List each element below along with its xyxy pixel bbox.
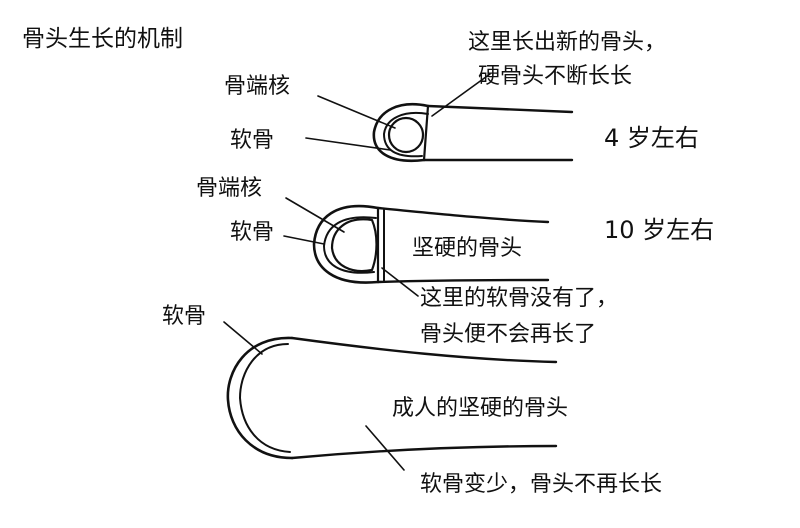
cartilage-label: 软骨 (230, 130, 274, 152)
adult-bone-label: 成人的坚硬的骨头 (392, 398, 568, 420)
diagram-title: 骨头生长的机制 (22, 28, 183, 51)
bone-shaft-outline (378, 280, 548, 282)
leader-line (286, 198, 344, 232)
cartilage-label: 软骨 (162, 306, 206, 328)
adult-note: 软骨变少，骨头不再长长 (420, 474, 662, 496)
age-label: 4 岁左右 (604, 126, 699, 150)
cartilage-label: 软骨 (230, 222, 274, 244)
leader-line (318, 96, 395, 128)
leader-line (366, 426, 404, 470)
leader-line (224, 322, 262, 354)
hard-bone-label: 坚硬的骨头 (412, 238, 522, 260)
leader-line (306, 138, 390, 150)
epiphysis-nucleus (332, 219, 377, 271)
plate-closed-note-line2: 骨头便不会再长了 (420, 324, 596, 346)
bone-shaft-outline (428, 106, 572, 112)
cartilage-layer (240, 344, 290, 452)
epiphysis-label: 骨端核 (224, 76, 290, 98)
leader-line (284, 236, 324, 244)
bone-shaft-outline (378, 208, 548, 222)
epiphysis-nucleus (389, 118, 423, 152)
age-label: 10 岁左右 (604, 218, 714, 242)
growth-note-line1: 这里长出新的骨头， (468, 32, 666, 54)
bone-shaft-outline (292, 446, 556, 458)
epiphysis-label: 骨端核 (196, 178, 262, 200)
plate-closed-note-line1: 这里的软骨没有了， (420, 288, 618, 310)
growth-note-line2: 硬骨头不断长长 (478, 66, 632, 88)
